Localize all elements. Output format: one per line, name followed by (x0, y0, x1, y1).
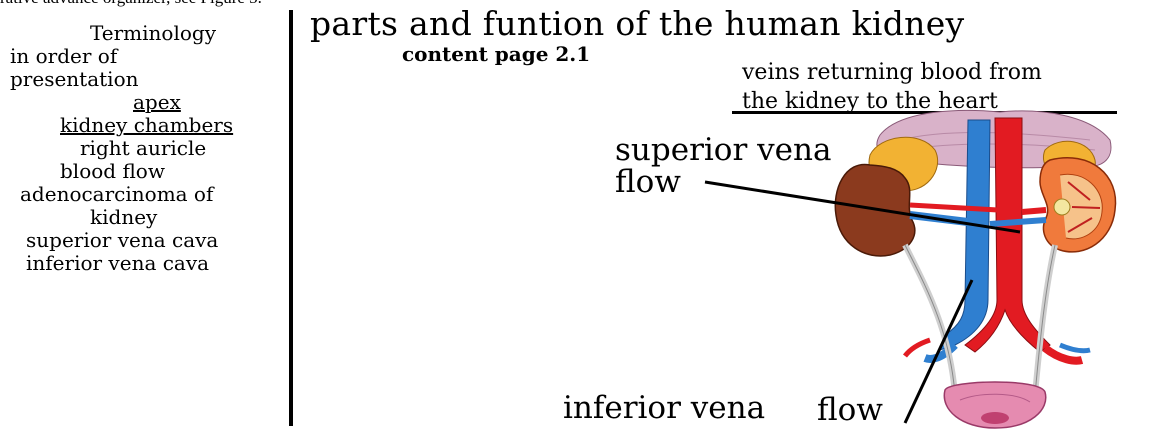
sidebar-heading-line2: in order of (10, 44, 118, 68)
term-inferior-vena-cava: inferior vena cava (26, 251, 210, 275)
note-underline (732, 111, 1117, 114)
cut-off-text: rative advance organizer, see Figure 3. (0, 0, 262, 8)
page-title: parts and funtion of the human kidney (310, 4, 965, 43)
term-blood-flow: blood flow (60, 159, 165, 183)
inferior-flow-label: flow (817, 392, 883, 428)
aorta (964, 117, 1051, 353)
content-page-label: content page 2.1 (402, 42, 591, 66)
term-kidney-chambers[interactable]: kidney chambers (60, 113, 234, 137)
vein-note-line1: veins returning blood from (742, 60, 1042, 85)
superior-pointer-line (704, 180, 1021, 234)
term-superior-vena-cava: superior vena cava (26, 228, 219, 252)
term-apex[interactable]: apex (133, 90, 181, 114)
inferior-pointer-line (903, 279, 974, 424)
term-right-auricle: right auricle (80, 136, 207, 160)
term-adenocarcinoma: adenocarcinoma of (20, 182, 214, 206)
bladder (943, 381, 1047, 429)
terminology-sidebar: Terminology in order of presentation ape… (0, 22, 290, 275)
vein-note: veins returning blood from the kidney to… (742, 58, 1042, 116)
inferior-vena-label: inferior vena (563, 390, 766, 426)
ureter-right (1032, 244, 1058, 396)
superior-vena-label: superior vena (615, 132, 832, 168)
term-adenocarcinoma-cont: kidney (90, 205, 158, 229)
sidebar-heading-line3: presentation (10, 67, 139, 91)
superior-flow-label: flow (615, 164, 681, 200)
sidebar-heading: Terminology (90, 21, 217, 45)
vein-note-line2: the kidney to the heart (742, 89, 998, 114)
vertical-divider (289, 10, 293, 426)
kidney-right-section (1039, 157, 1117, 253)
